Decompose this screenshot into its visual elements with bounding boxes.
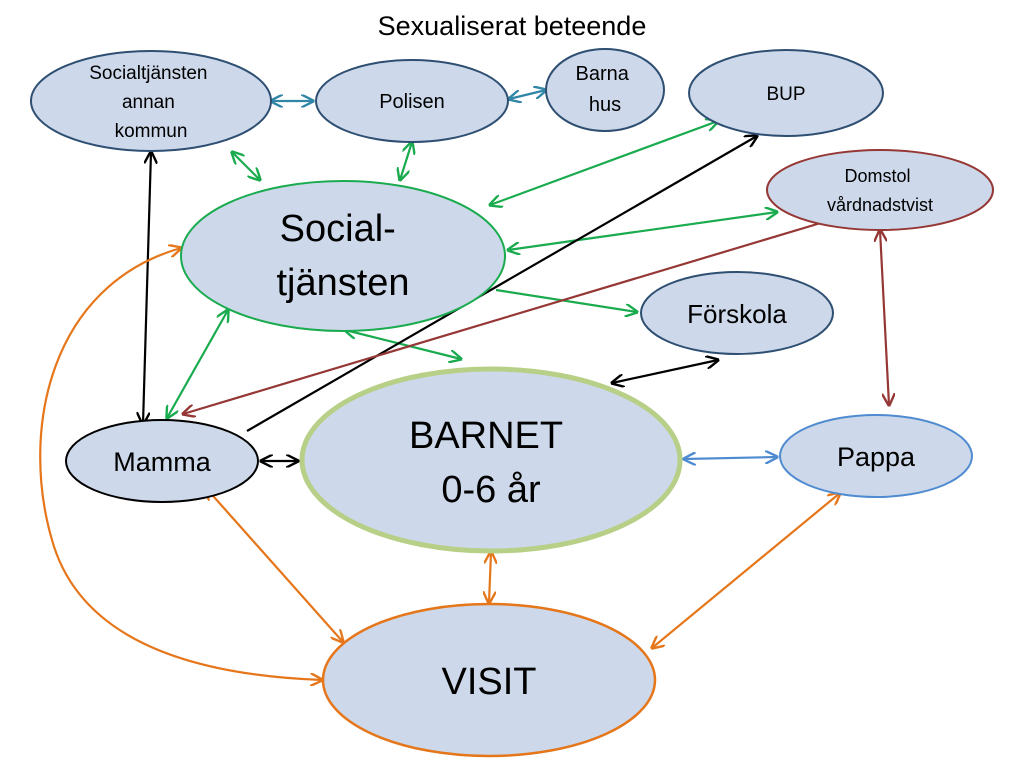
node-visit-label: VISIT xyxy=(441,661,536,703)
node-visit-shape xyxy=(321,602,657,758)
connections xyxy=(39,90,889,680)
connection-polisen-socialtjansten xyxy=(400,142,412,180)
node-mamma-label: Mamma xyxy=(113,447,211,477)
node-forskola-label: Förskola xyxy=(687,299,787,329)
node-soc-annan-shape xyxy=(30,50,272,152)
node-polisen-label: Polisen xyxy=(379,91,445,113)
connection-forskola-barnet xyxy=(612,360,718,383)
connection-mamma-bup xyxy=(246,136,757,432)
node-socialtjansten-label: Social- tjänsten xyxy=(276,208,409,304)
node-forskola: Förskola xyxy=(640,271,834,355)
node-domstol: Domstol vårdnadstvist xyxy=(766,149,994,231)
connection-polisen-barnahus xyxy=(509,90,546,99)
connection-pappa-visit xyxy=(652,493,840,648)
node-barnet-label: BARNET 0-6 år xyxy=(409,415,573,511)
connection-mamma-visit xyxy=(206,488,343,642)
node-barnet: BARNET 0-6 år xyxy=(299,366,683,554)
node-barnahus-shape xyxy=(545,48,665,132)
connection-socialtjansten-bup xyxy=(490,121,718,205)
node-polisen-shape xyxy=(315,59,509,143)
node-forskola-shape xyxy=(640,271,834,355)
node-visit: VISIT xyxy=(321,602,657,758)
node-barnet-shape xyxy=(299,366,683,554)
node-domstol-label: Domstol vårdnadstvist xyxy=(827,166,933,215)
connection-socialtjansten-domstol xyxy=(508,212,777,250)
node-soc-annan: Socialtjänsten annan kommun xyxy=(30,50,272,152)
diagram-title: Sexualiserat beteende xyxy=(378,11,647,41)
connection-socialtjansten-barnet xyxy=(345,330,461,359)
node-soc-annan-label: Socialtjänsten annan kommun xyxy=(89,63,213,142)
connection-socialtjansten-visit xyxy=(39,248,322,680)
node-mamma-shape xyxy=(65,419,259,503)
connection-socialtjansten-forskola xyxy=(495,288,637,312)
node-pappa-label: Pappa xyxy=(837,442,916,472)
node-barnahus-label: Barna hus xyxy=(576,63,635,116)
node-mamma: Mamma xyxy=(65,419,259,503)
connection-soc-annan-mamma xyxy=(143,152,151,424)
node-pappa: Pappa xyxy=(779,414,973,498)
node-bup-label: BUP xyxy=(766,84,805,105)
node-pappa-shape xyxy=(779,414,973,498)
node-socialtjansten-shape xyxy=(180,180,506,332)
connection-socialtjansten-mamma xyxy=(167,310,228,418)
connection-barnet-pappa xyxy=(684,457,777,459)
node-bup: BUP xyxy=(688,49,884,137)
connection-barnet-visit xyxy=(489,552,491,603)
connection-soc-annan-socialtjansten xyxy=(232,152,260,180)
node-domstol-shape xyxy=(766,149,994,231)
node-socialtjansten: Social- tjänsten xyxy=(180,180,506,332)
node-barnahus: Barna hus xyxy=(545,48,665,132)
node-polisen: Polisen xyxy=(315,59,509,143)
connection-domstol-pappa xyxy=(880,230,889,405)
node-bup-shape xyxy=(688,49,884,137)
